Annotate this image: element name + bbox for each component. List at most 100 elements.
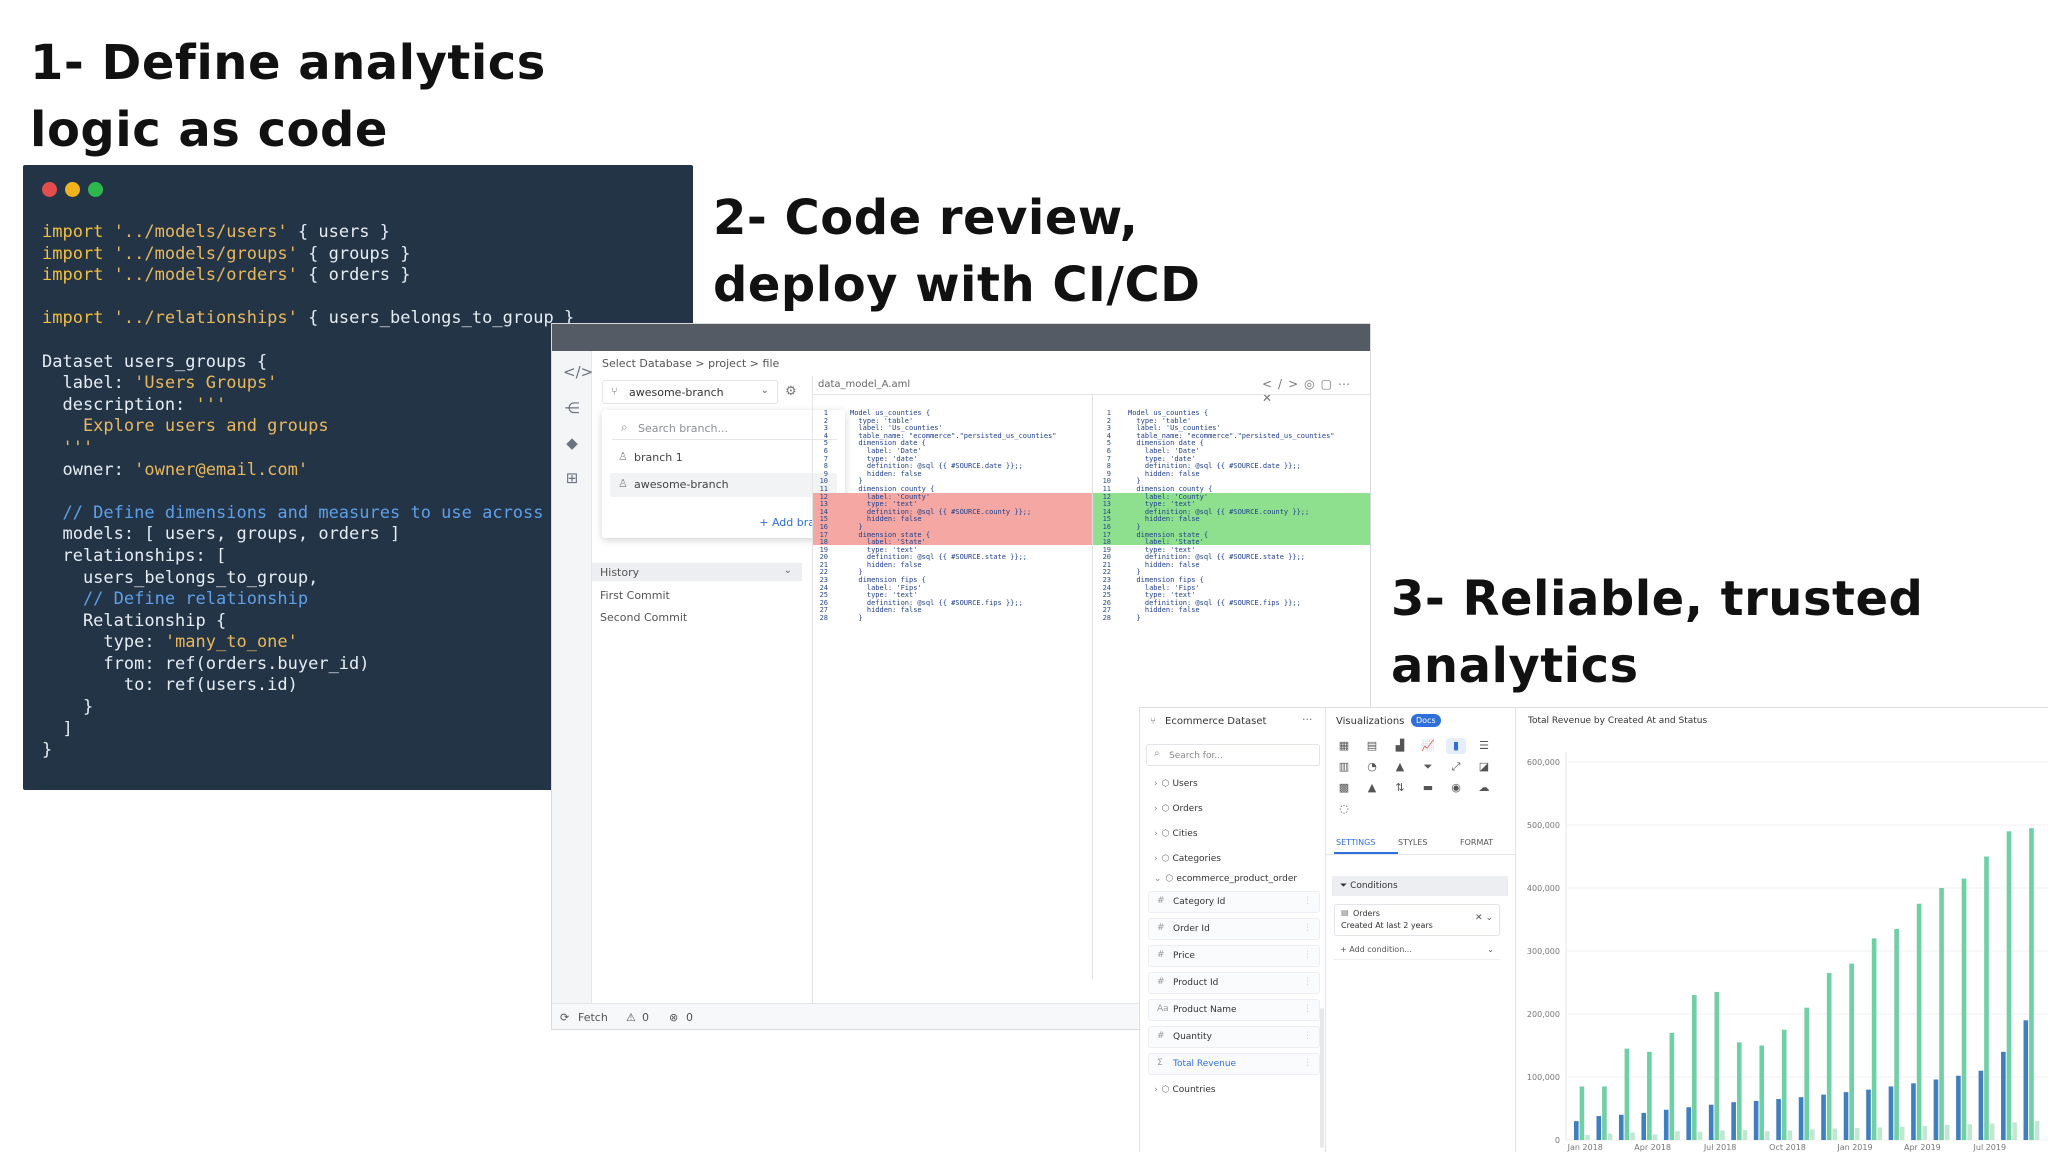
tab-styles[interactable]: STYLES xyxy=(1398,838,1428,847)
table-chart-icon[interactable]: ▦ xyxy=(1338,739,1350,752)
bar-series2-19 xyxy=(2006,831,2012,1140)
model-item[interactable]: ›⬡Categories xyxy=(1154,854,1221,864)
map-chart-icon[interactable]: ◪ xyxy=(1478,760,1490,773)
donut-chart-icon[interactable]: ◌ xyxy=(1339,802,1349,815)
combo-chart-icon[interactable]: ▥ xyxy=(1338,760,1350,773)
pyramid-chart-icon[interactable]: ▲ xyxy=(1395,760,1405,773)
field-item[interactable]: #Quantity⋮ xyxy=(1148,1026,1320,1048)
code-line: to: ref(users.id) xyxy=(42,675,574,697)
commit-item[interactable]: Second Commit xyxy=(600,611,688,624)
commit-item[interactable]: First Commit xyxy=(600,589,670,602)
line-chart-icon[interactable]: 📈 xyxy=(1421,739,1435,752)
bar-series3-17 xyxy=(1967,1124,1972,1140)
code-icon[interactable]: </> xyxy=(563,363,594,381)
window-minimize-button[interactable] xyxy=(65,182,80,197)
window-maximize-button[interactable] xyxy=(88,182,103,197)
share-icon[interactable]: ⋲ xyxy=(564,399,580,417)
drag-handle-icon[interactable]: ⋮ xyxy=(1303,1004,1312,1014)
gauge-chart-icon[interactable]: ▲ xyxy=(1367,781,1377,794)
word-cloud-chart-icon[interactable]: ☁ xyxy=(1478,781,1490,794)
pivot-chart-icon[interactable]: ▤ xyxy=(1366,739,1378,752)
tab-format[interactable]: FORMAT xyxy=(1460,838,1494,847)
radar-chart-icon[interactable]: ◉ xyxy=(1451,781,1461,794)
bar-chart-icon[interactable]: ☰ xyxy=(1479,739,1489,752)
branch-settings-icon[interactable]: ⚙ xyxy=(785,384,797,399)
add-condition-select[interactable]: + Add condition... ⌄ xyxy=(1334,942,1500,960)
bar-series1-13 xyxy=(1866,1089,1871,1140)
code-token: // Define relationship xyxy=(42,589,309,610)
hierarchy-icon[interactable]: ⊞ xyxy=(565,469,579,487)
drag-handle-icon[interactable]: ⋮ xyxy=(1303,1031,1312,1041)
diff-right-code[interactable]: Model us_counties { type: 'table' label:… xyxy=(1128,409,1335,623)
model-item[interactable]: ›⬡Orders xyxy=(1154,804,1203,814)
drag-handle-icon[interactable]: ⋮ xyxy=(1303,1058,1312,1068)
field-item[interactable]: #Product Id⋮ xyxy=(1148,972,1320,994)
condition-card[interactable]: ▤ Orders Created At last 2 years ✕ ⌄ xyxy=(1334,904,1500,936)
model-item[interactable]: ›⬡Countries xyxy=(1154,1085,1216,1095)
branch-item[interactable]: ♙ branch 1 xyxy=(610,446,837,470)
fetch-button[interactable]: Fetch xyxy=(578,1011,608,1024)
field-item[interactable]: #Order Id⋮ xyxy=(1148,918,1320,940)
branch-select[interactable]: ⑂ awesome-branch ⌄ xyxy=(602,380,778,404)
sort-chart-icon[interactable]: ⇅ xyxy=(1395,781,1405,794)
field-label: Quantity xyxy=(1173,1032,1212,1042)
model-item[interactable]: ›⬡Users xyxy=(1154,779,1198,789)
active-tab-indicator xyxy=(1334,852,1398,854)
bar-series3-20 xyxy=(2034,1121,2040,1140)
history-section-toggle[interactable]: History ⌄ xyxy=(592,563,802,581)
bar-series2-16 xyxy=(1939,888,1944,1140)
bar-series2-5 xyxy=(1692,995,1697,1140)
bar-series2-10 xyxy=(1804,1007,1809,1140)
code-token: '../models/groups' xyxy=(113,243,298,264)
dataset-icon: ⑂ xyxy=(1150,716,1156,727)
bar-series2-1 xyxy=(1602,1086,1607,1140)
drag-handle-icon[interactable]: ⋮ xyxy=(1303,896,1312,906)
field-search-input[interactable]: ⌕ Search for... xyxy=(1146,744,1320,766)
code-token: models: [ users, groups, orders ] xyxy=(42,524,401,545)
diff-left-code[interactable]: Model us_counties { type: 'table' label:… xyxy=(850,409,1057,623)
file-toolbar-icons[interactable]: </>◎▢⋯✕ xyxy=(1262,377,1356,405)
drag-handle-icon[interactable]: ⋮ xyxy=(1303,950,1312,960)
conditions-section[interactable]: ⏷ Conditions xyxy=(1332,876,1508,896)
remove-condition-icon[interactable]: ✕ ⌄ xyxy=(1475,913,1493,923)
code-line: import '../models/orders' { orders } xyxy=(42,265,574,287)
git-icon[interactable]: ◆ xyxy=(566,434,578,452)
bar-series3-3 xyxy=(1652,1134,1658,1140)
chart-area: Total Revenue by Created At and Status 0… xyxy=(1516,708,2048,1152)
funnel-chart-icon[interactable]: ⏷ xyxy=(1423,760,1433,773)
drag-handle-icon[interactable]: ⋮ xyxy=(1303,977,1312,987)
diff-added-block xyxy=(1093,493,1370,545)
bar-series1-4 xyxy=(1663,1109,1669,1140)
column-chart-icon[interactable]: ▮ xyxy=(1446,738,1466,754)
sidebar-scrollbar[interactable] xyxy=(1320,1008,1324,1148)
branch-search-input[interactable]: ⌕ Search branch... xyxy=(612,416,837,440)
heatmap-chart-icon[interactable]: ▩ xyxy=(1338,781,1350,794)
code-token: ''' xyxy=(42,437,94,458)
branch-item-active[interactable]: ♙ awesome-branch xyxy=(610,473,837,497)
bar-chart[interactable]: 0100,000200,000300,000400,000500,000600,… xyxy=(1516,708,2048,1152)
bar-series2-14 xyxy=(1894,928,1899,1140)
field-item[interactable]: #Price⋮ xyxy=(1148,945,1320,967)
pie-chart-icon[interactable]: ◔ xyxy=(1367,760,1377,773)
model-item[interactable]: ⌄⬡ecommerce_product_order xyxy=(1154,874,1297,884)
file-tab[interactable]: data_model_A.aml xyxy=(818,379,911,390)
code-token: users_belongs_to_group, xyxy=(42,567,319,588)
window-close-button[interactable] xyxy=(42,182,57,197)
field-item[interactable]: #Category Id⋮ xyxy=(1148,891,1320,913)
scatter-chart-icon[interactable]: ⤢ xyxy=(1451,760,1461,773)
area-chart-icon[interactable]: ▟ xyxy=(1395,739,1405,752)
bar-series1-14 xyxy=(1888,1086,1894,1140)
tab-settings[interactable]: SETTINGS xyxy=(1336,838,1376,847)
bar-series3-4 xyxy=(1675,1131,1680,1140)
code-body[interactable]: import '../models/users' { users }import… xyxy=(42,222,574,762)
kpi-chart-icon[interactable]: ▬ xyxy=(1422,781,1434,794)
line-numbers-right: 1 2 3 4 5 6 7 8 9 10 11 12 13 14 15 16 1… xyxy=(1102,409,1111,623)
docs-badge[interactable]: Docs xyxy=(1411,714,1441,727)
dataset-menu-button[interactable]: ··· xyxy=(1302,713,1313,726)
code-token: Explore users and groups xyxy=(42,416,329,437)
breadcrumb[interactable]: Select Database > project > file xyxy=(602,357,780,370)
model-item[interactable]: ›⬡Cities xyxy=(1154,829,1198,839)
drag-handle-icon[interactable]: ⋮ xyxy=(1303,923,1312,933)
